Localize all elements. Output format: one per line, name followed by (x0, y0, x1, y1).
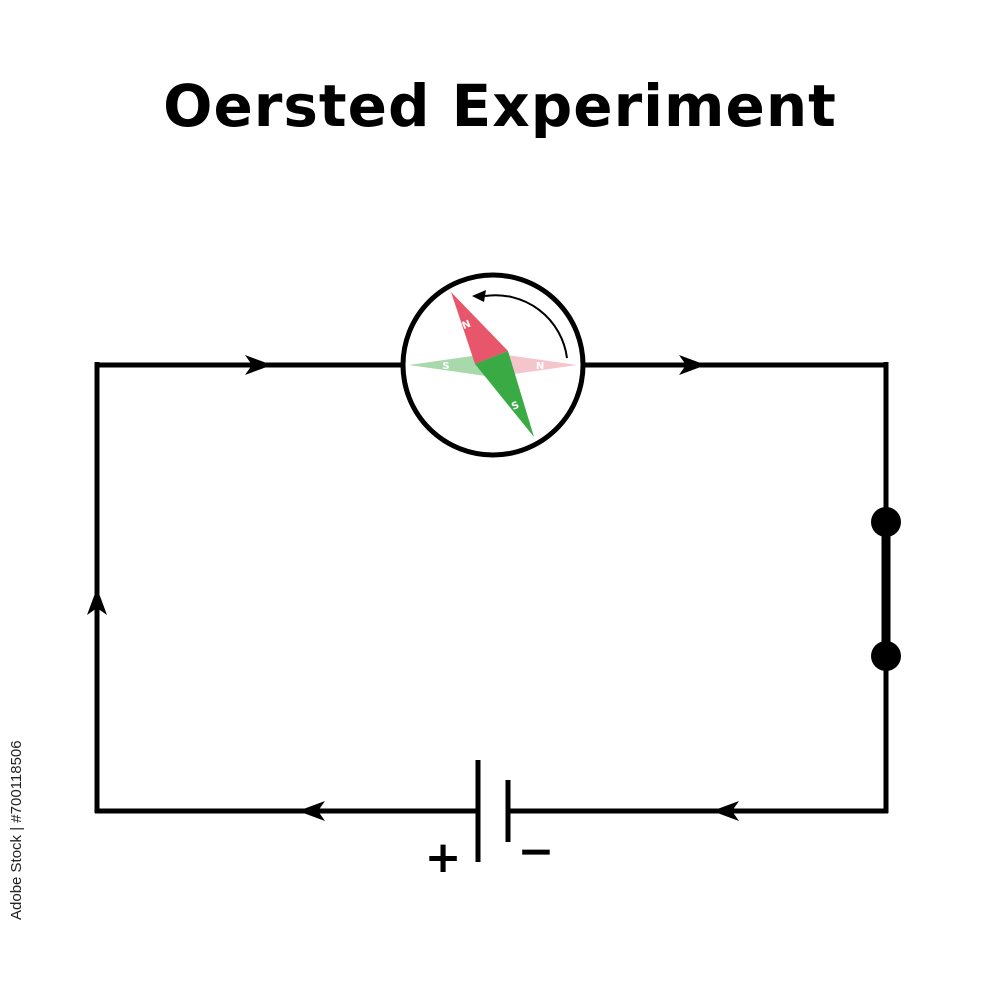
deflection-arc (484, 294, 568, 359)
battery-negative-label: − (518, 826, 555, 877)
arrow-top-left-icon (245, 355, 272, 375)
arrow-bottom-right-icon (712, 801, 739, 821)
battery: + − (425, 760, 555, 883)
deflected-needle: N S (451, 292, 534, 437)
diagram-title: Oersted Experiment (163, 72, 837, 140)
deflection-arrowhead-icon (472, 290, 486, 302)
arrow-bottom-left-icon (298, 801, 325, 821)
deflected-north-letter: N (461, 319, 473, 332)
original-needle-south (409, 353, 493, 377)
current-arrows (87, 355, 739, 821)
switch-terminal-top (871, 507, 901, 537)
arrow-left-icon (87, 588, 107, 615)
switch-terminal-bottom (871, 641, 901, 671)
switch (871, 507, 901, 671)
compass: S N N S (400, 272, 586, 458)
deflected-needle-north (451, 292, 508, 364)
arrow-top-right-icon (679, 355, 706, 375)
deflected-south-letter: S (510, 400, 521, 413)
deflected-needle-south (475, 351, 534, 437)
battery-positive-label: + (425, 832, 462, 883)
original-north-letter: N (536, 361, 544, 372)
original-south-letter: S (442, 361, 449, 372)
stock-watermark: Adobe Stock | #700118506 (8, 740, 25, 920)
deflection-arrow (472, 290, 568, 359)
